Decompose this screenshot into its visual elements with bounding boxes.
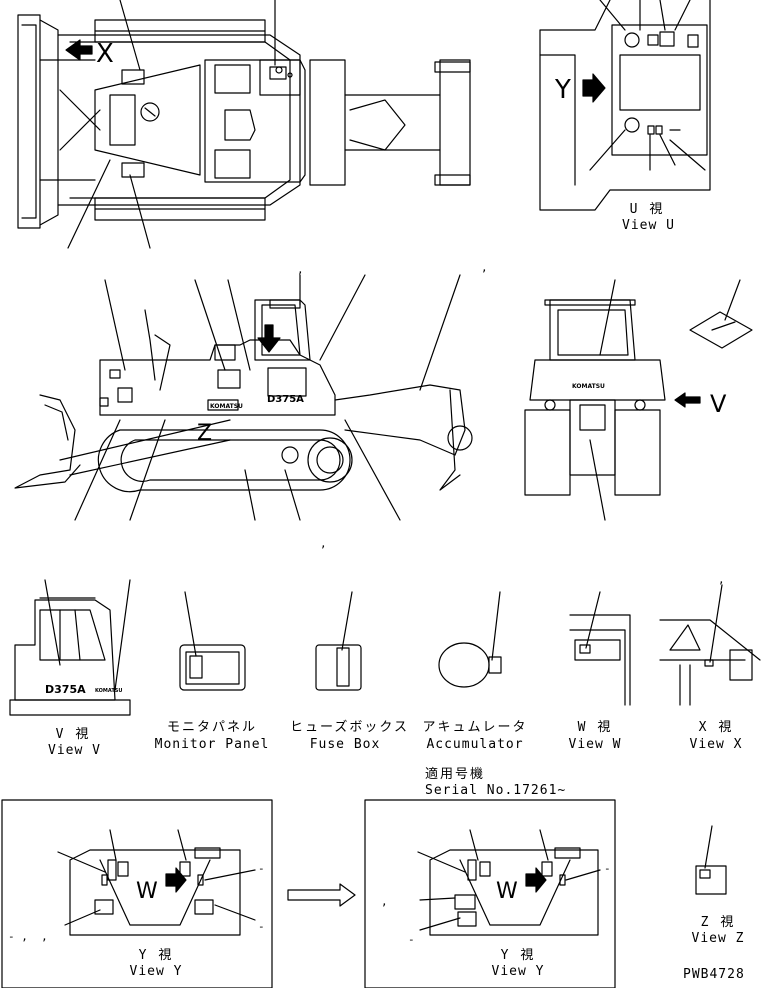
mark-comma-3: , bbox=[320, 537, 327, 550]
accumulator-drawing bbox=[438, 591, 502, 688]
label-w-y-left: W bbox=[136, 879, 158, 904]
monitor-panel-jp: モニタパネル bbox=[166, 720, 257, 735]
view-u-jp: U 視 bbox=[629, 202, 665, 217]
view-v-jp: V 視 bbox=[55, 727, 91, 742]
serial-en: Serial No.17261~ bbox=[425, 783, 567, 798]
view-u-en: View U bbox=[622, 218, 675, 233]
badge-d375a-v: D375A bbox=[45, 683, 86, 696]
monitor-panel-en: Monitor Panel bbox=[154, 737, 270, 752]
mark-dash-comma: - , , bbox=[8, 930, 48, 943]
label-v-rear: V bbox=[710, 390, 727, 418]
fuse-box-jp: ヒューズボックス bbox=[290, 720, 409, 735]
fuse-box-drawing bbox=[315, 591, 362, 691]
label-x-top: X bbox=[96, 39, 114, 69]
view-w-en: View W bbox=[568, 737, 622, 752]
view-y-right-en: View Y bbox=[491, 964, 545, 979]
view-x-drawing bbox=[659, 584, 761, 706]
view-z-jp: Z 視 bbox=[700, 915, 736, 930]
top-view-bulldozer bbox=[17, 0, 471, 249]
label-w-y-right: W bbox=[496, 879, 518, 904]
mark-comma-2: , bbox=[481, 261, 488, 274]
brand-komatsu-v: KOMATSU bbox=[95, 688, 122, 694]
badge-d375a-side: D375A bbox=[267, 394, 304, 405]
view-v-en: View V bbox=[48, 743, 101, 758]
view-z-drawing bbox=[695, 825, 727, 895]
label-y-u: Y bbox=[554, 75, 571, 105]
mark-comma-1: , bbox=[297, 263, 304, 276]
drawing-id: PWB4728 bbox=[683, 967, 745, 982]
view-w-jp: W 視 bbox=[577, 720, 613, 735]
view-y-right-drawing bbox=[364, 799, 616, 988]
serial-jp: 適用号機 bbox=[425, 767, 486, 782]
view-x-jp: X 視 bbox=[698, 720, 734, 735]
mark-minus-1: - bbox=[258, 862, 265, 875]
view-y-right-jp: Y 視 bbox=[500, 948, 536, 963]
view-w-drawing bbox=[569, 591, 631, 706]
mark-minus-3: - bbox=[604, 862, 611, 875]
view-u-drawing bbox=[539, 0, 711, 211]
view-z-en: View Z bbox=[691, 931, 745, 946]
view-y-left-jp: Y 視 bbox=[138, 948, 174, 963]
mark-comma-4: , bbox=[718, 573, 725, 586]
transition-arrow bbox=[287, 883, 356, 907]
side-view-bulldozer bbox=[14, 274, 473, 521]
mark-comma-5: , bbox=[381, 895, 388, 908]
brand-komatsu-side: KOMATSU bbox=[210, 403, 243, 410]
view-y-left-en: View Y bbox=[129, 964, 183, 979]
label-z-side: Z bbox=[197, 421, 212, 446]
rear-view-bulldozer bbox=[524, 279, 753, 521]
fuse-box-en: Fuse Box bbox=[309, 737, 381, 752]
brand-komatsu-rear: KOMATSU bbox=[572, 383, 605, 390]
accumulator-en: Accumulator bbox=[426, 737, 524, 752]
mark-minus-4: - bbox=[408, 933, 415, 946]
mark-minus-2: - bbox=[258, 920, 265, 933]
view-y-left-drawing bbox=[1, 799, 273, 988]
monitor-panel-drawing bbox=[179, 591, 246, 691]
accumulator-jp: アキュムレータ bbox=[422, 720, 528, 735]
view-x-en: View X bbox=[689, 737, 743, 752]
view-v-drawing bbox=[9, 579, 131, 716]
